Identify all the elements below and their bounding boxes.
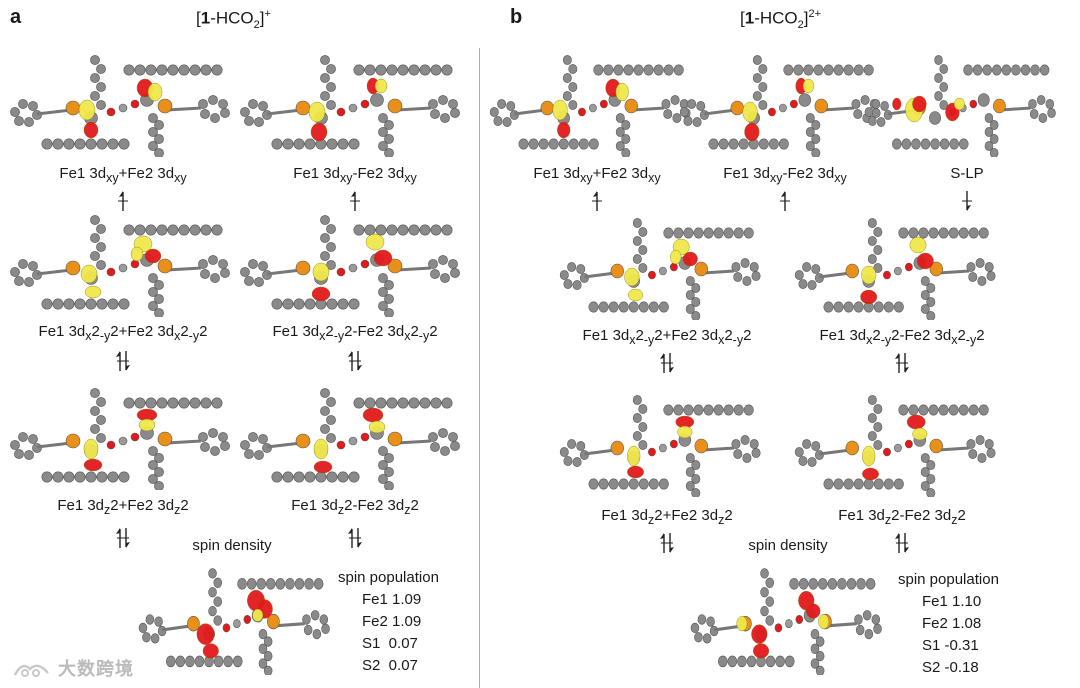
orbital-molecule-image [557, 392, 767, 497]
orbital-label: Fe1 3dx2-y2+Fe2 3dx2-y2 [583, 327, 752, 347]
spin-pair-arrow-icon [894, 352, 910, 374]
orbital-molecule-image [862, 52, 1062, 157]
orbital-molecule-image [792, 392, 1002, 497]
orbital-molecule-image [487, 52, 697, 157]
spin-up-arrow-icon [589, 190, 605, 212]
panel-a-title: [1-HCO2]+ [196, 8, 271, 31]
orbital-label: S-LP [950, 165, 983, 182]
spin-population-row: S1 0.07 [338, 633, 439, 655]
spin-pair-arrow-icon [894, 532, 910, 554]
orbital-molecule-image [237, 52, 467, 157]
orbital-label: Fe1 3dx2-y2-Fe2 3dx2-y2 [819, 327, 984, 347]
spin-pair-arrow-icon [347, 350, 363, 372]
spin-pair-arrow-icon [659, 532, 675, 554]
orbital-label: Fe1 3dz2-Fe2 3dz2 [838, 507, 966, 527]
orbital-label: Fe1 3dz2+Fe2 3dz2 [601, 507, 732, 527]
watermark-logo: 大数跨境 [12, 655, 134, 681]
panel-b-letter: b [510, 6, 522, 29]
orbital-label: Fe1 3dxy+Fe2 3dxy [533, 165, 660, 185]
orbital-label: Fe1 3dx2-y2+Fe2 3dx2-y2 [39, 323, 208, 343]
spin-population-row: Fe1 1.09 [338, 589, 439, 611]
spin-pair-arrow-icon [115, 350, 131, 372]
spin-down-arrow-icon [959, 190, 975, 212]
orbital-molecule-image [7, 212, 237, 317]
spin-density-label: spin density [192, 537, 271, 554]
orbital-label: Fe1 3dxy+Fe2 3dxy [59, 165, 186, 185]
orbital-molecule-image [237, 385, 467, 490]
spin-population-a: spin population Fe1 1.09 Fe2 1.09 S1 0.0… [338, 567, 439, 677]
spin-population-row: Fe2 1.08 [898, 613, 999, 635]
panel-divider [479, 48, 480, 688]
spin-population-row: S2 -0.18 [898, 657, 999, 679]
spin-up-arrow-icon [347, 190, 363, 212]
orbital-label: Fe1 3dxy-Fe2 3dxy [293, 165, 416, 185]
spin-density-molecule-image [688, 565, 888, 675]
spin-population-row: S2 0.07 [338, 655, 439, 677]
spin-population-row: Fe1 1.10 [898, 591, 999, 613]
spin-pair-arrow-icon [659, 352, 675, 374]
spin-up-arrow-icon [777, 190, 793, 212]
spin-up-arrow-icon [115, 190, 131, 212]
spin-population-heading: spin population [898, 569, 999, 591]
orbital-label: Fe1 3dz2+Fe2 3dz2 [57, 497, 188, 517]
orbital-label: Fe1 3dxy-Fe2 3dxy [723, 165, 846, 185]
spin-population-b: spin population Fe1 1.10 Fe2 1.08 S1 -0.… [898, 569, 999, 679]
spin-population-row: S1 -0.31 [898, 635, 999, 657]
watermark-icon [12, 659, 52, 681]
spin-pair-arrow-icon [115, 527, 131, 549]
orbital-molecule-image [792, 215, 1002, 320]
spin-density-label: spin density [748, 537, 827, 554]
spin-population-heading: spin population [338, 567, 439, 589]
spin-density-molecule-image [136, 565, 336, 675]
orbital-molecule-image [7, 52, 237, 157]
spin-pair-arrow-icon [347, 527, 363, 549]
orbital-molecule-image [237, 212, 467, 317]
orbital-label: Fe1 3dz2-Fe2 3dz2 [291, 497, 419, 517]
orbital-molecule-image [557, 215, 767, 320]
panel-a-letter: a [10, 6, 21, 29]
orbital-label: Fe1 3dx2-y2-Fe2 3dx2-y2 [272, 323, 437, 343]
orbital-molecule-image [7, 385, 237, 490]
panel-b-title: [1-HCO2]2+ [740, 8, 821, 31]
orbital-molecule-image [677, 52, 887, 157]
spin-population-row: Fe2 1.09 [338, 611, 439, 633]
